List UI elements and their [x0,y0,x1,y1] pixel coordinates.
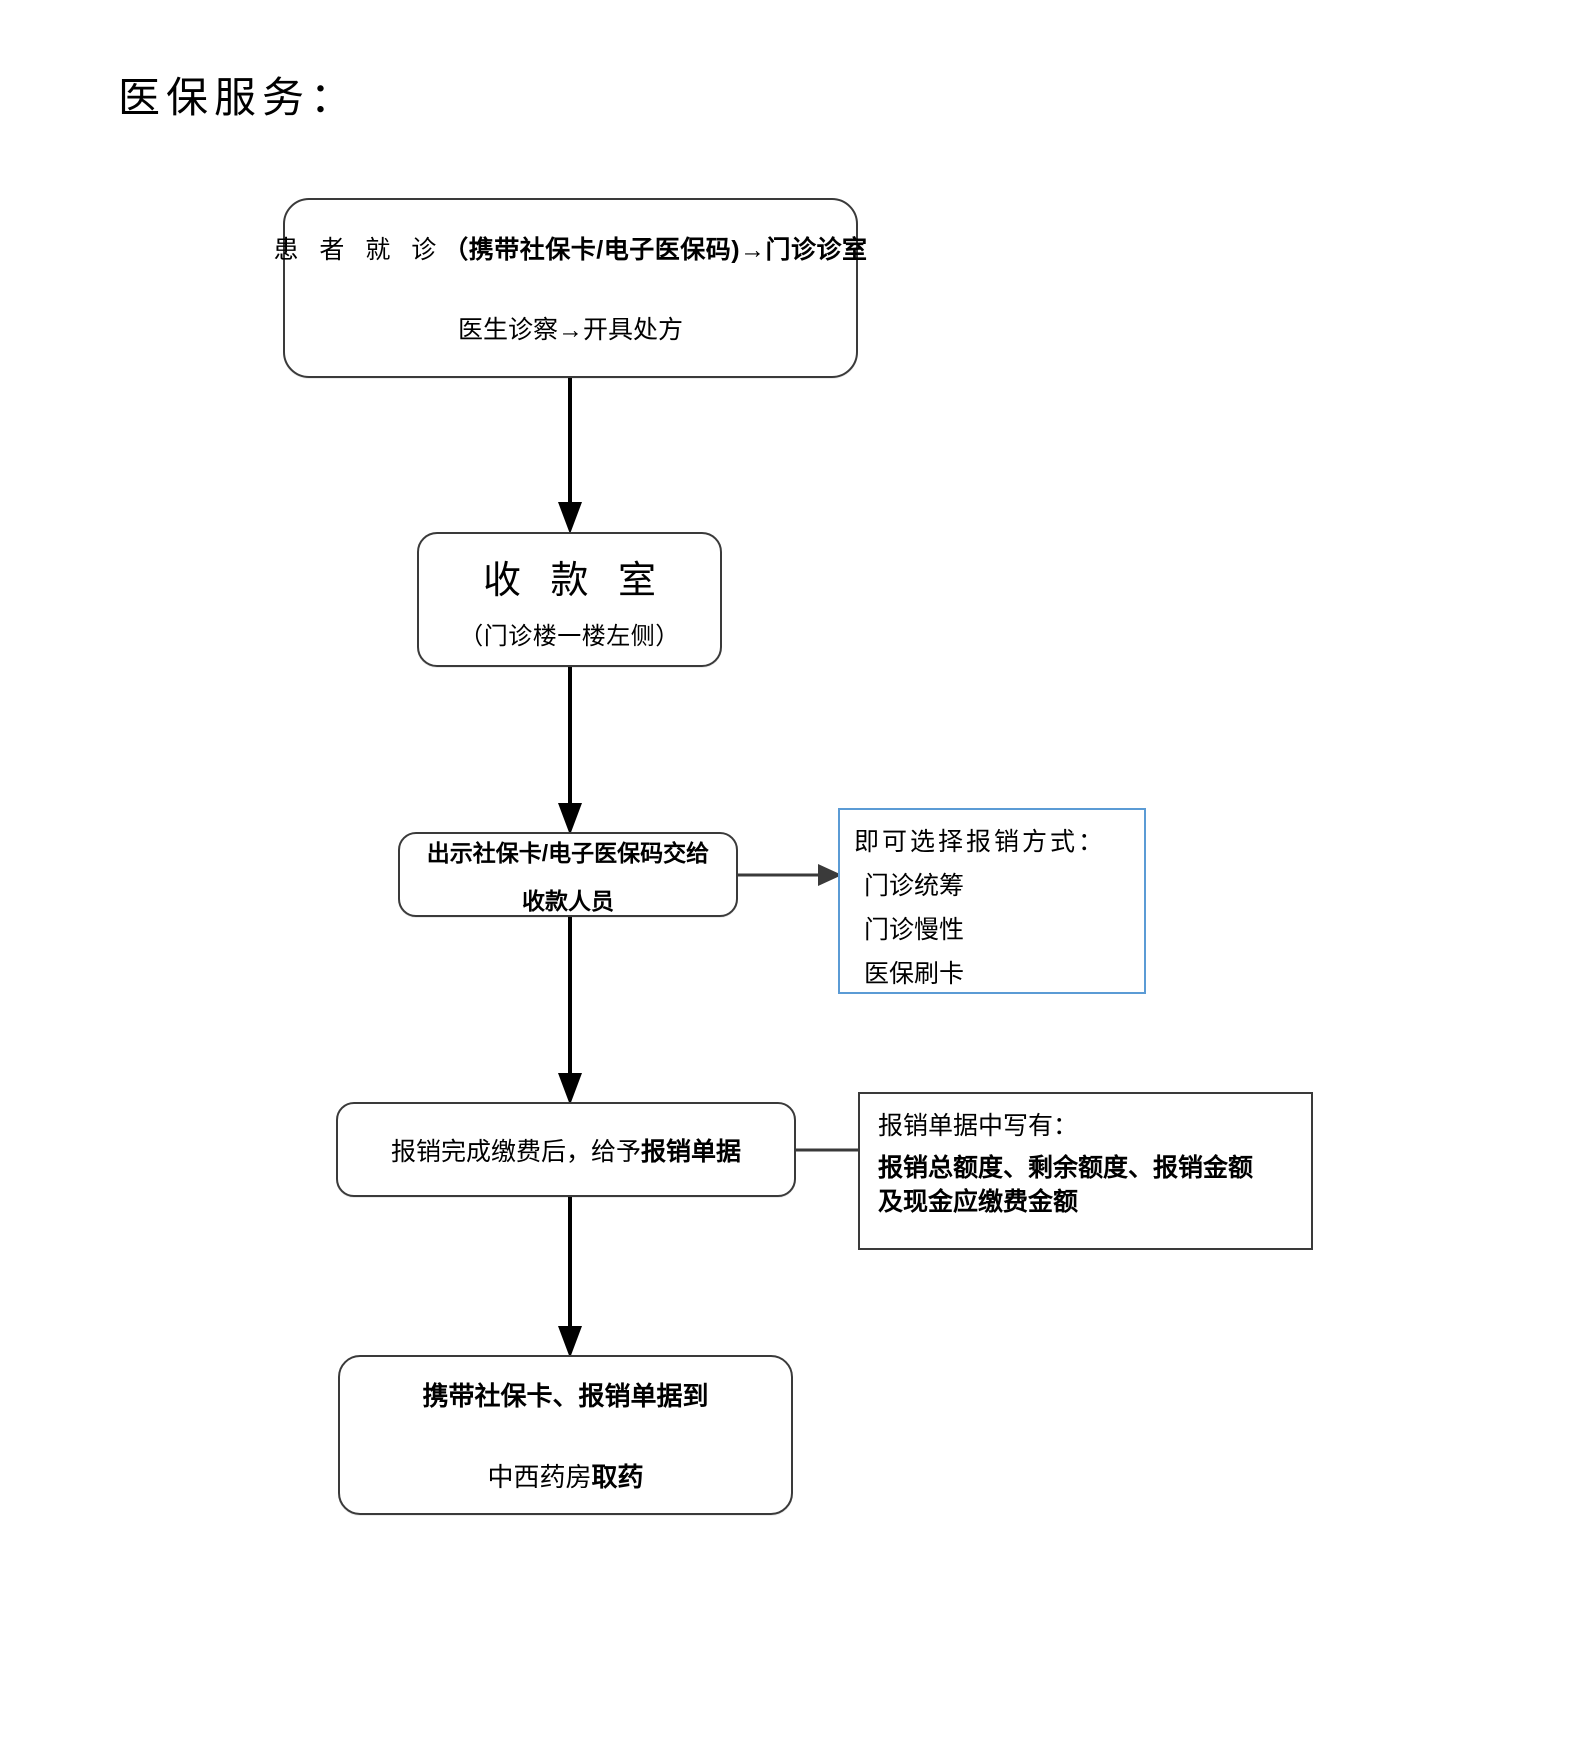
note-box-receipt-contents[interactable]: 报销单据中写有： 报销总额度、剩余额度、报销金额 及现金应缴费金额 [858,1092,1313,1250]
flow-box-present-card[interactable]: 出示社保卡/电子医保码交给 收款人员 [398,832,738,917]
reimbursement-methods-heading: 即可选择报销方式： [854,828,1107,856]
connector-receipt-to-pharmacy [558,1195,582,1358]
pick-up-medicine-line-2-normal: 中西药房 [487,1462,592,1492]
present-card-line-2: 收款人员 [522,887,614,914]
present-card-line-1: 出示社保卡/电子医保码交给 [426,839,710,866]
flow-box-pick-up-medicine[interactable]: 携带社保卡、报销单据到 中西药房取药 [338,1355,793,1515]
reimbursement-method-option-3: 医保刷卡 [864,960,965,988]
patient-visit-line-1: 患 者 就 诊（携带社保卡/电子医保码)→门诊诊室 [273,230,867,266]
reimbursement-receipt-text: 报销完成缴费后，给予报销单据 [391,1132,741,1168]
receipt-contents-line-2: 及现金应缴费金额 [878,1187,1079,1216]
reimbursement-method-option-1: 门诊统筹 [864,872,965,900]
patient-visit-line-1-prefix: 患 者 就 诊 [273,236,444,264]
flow-box-reimbursement-receipt[interactable]: 报销完成缴费后，给予报销单据 [336,1102,796,1197]
receipt-contents-line-1: 报销总额度、剩余额度、报销金额 [878,1154,1254,1182]
connector-showcard-to-receipt [558,915,582,1105]
pick-up-medicine-line-2: 中西药房取药 [487,1457,643,1494]
connector-cashier-to-showcard [558,665,582,835]
patient-visit-line-1-rest: （携带社保卡/电子医保码)→门诊诊室 [443,236,868,264]
flow-box-cashier-room[interactable]: 收 款 室 （门诊楼一楼左侧） [417,532,722,667]
pick-up-medicine-line-1: 携带社保卡、报销单据到 [422,1381,709,1411]
flow-box-patient-visit[interactable]: 患 者 就 诊（携带社保卡/电子医保码)→门诊诊室 医生诊察→开具处方 [273,198,867,378]
patient-visit-line-2: 医生诊察→开具处方 [457,316,683,344]
cashier-room-subtitle: （门诊楼一楼左侧） [459,622,680,650]
receipt-contents-heading: 报销单据中写有： [878,1112,1079,1140]
cashier-room-title: 收 款 室 [482,559,666,602]
page-title: 医保服务： [118,76,359,122]
pick-up-medicine-line-2-bold: 取药 [591,1462,644,1492]
reimbursement-receipt-text-bold: 报销单据 [641,1137,742,1166]
note-box-reimbursement-methods[interactable]: 即可选择报销方式： 门诊统筹 门诊慢性 医保刷卡 [838,808,1146,994]
reimbursement-method-option-2: 门诊慢性 [864,916,965,944]
connector-intake-to-cashier [558,376,582,534]
connector-receipt-to-detail [794,1148,860,1152]
reimbursement-receipt-text-normal: 报销完成缴费后，给予 [390,1137,641,1166]
connector-showcard-to-methods [736,864,842,886]
